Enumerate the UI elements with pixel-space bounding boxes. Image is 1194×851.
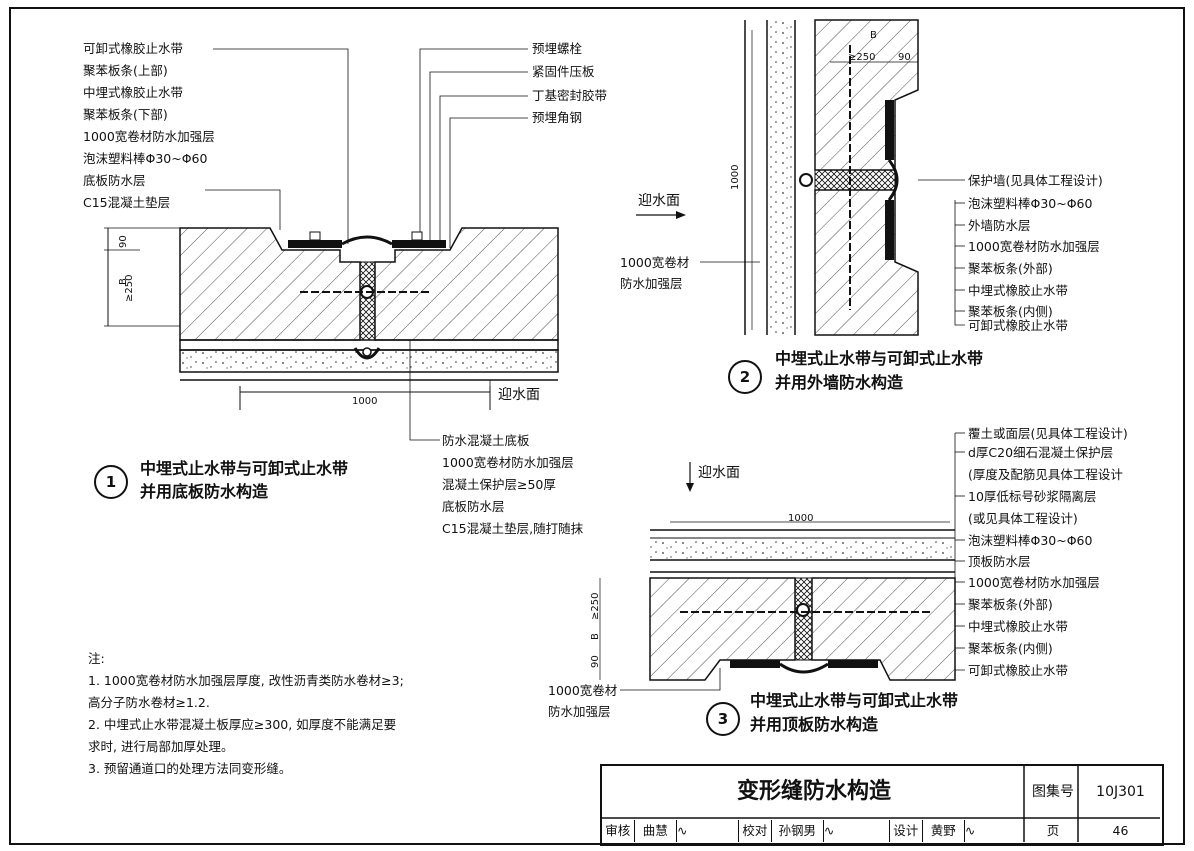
- d3-label-3: 10厚低标号砂浆隔离层: [968, 489, 1097, 504]
- d2-left-label-1: 1000宽卷材: [620, 255, 690, 270]
- d2-title-line2: 并用外墙防水构造: [775, 373, 904, 392]
- page-number: 46: [1112, 823, 1129, 838]
- d2-label-3: 1000宽卷材防水加强层: [968, 239, 1100, 254]
- d2-label-5: 中埋式橡胶止水带: [968, 283, 1069, 298]
- review-label: 审核: [602, 820, 635, 842]
- d1-blabel-2: 混凝土保护层≥50厚: [442, 477, 556, 492]
- d2-left-label-2: 防水加强层: [620, 276, 683, 291]
- d2-dim-250: ≥250: [848, 52, 876, 63]
- d2-label-6: 聚苯板条(内侧): [968, 304, 1053, 319]
- note-line: 求时, 进行局部加厚处理。: [88, 739, 234, 754]
- d1-number-circle: 1: [94, 465, 128, 499]
- d2-label-0: 保护墙(见具体工程设计): [968, 173, 1103, 188]
- d1-rlabel-0: 预埋螺栓: [532, 41, 583, 56]
- d3-label-10: 聚苯板条(内侧): [968, 641, 1053, 656]
- d1-label-2: 中埋式橡胶止水带: [83, 85, 184, 100]
- d1-water-face: 迎水面: [498, 387, 540, 403]
- d3-dim-250: ≥250: [590, 592, 601, 620]
- d3-label-4: (或见具体工程设计): [968, 511, 1078, 526]
- d3-label-11: 可卸式橡胶止水带: [968, 663, 1069, 678]
- review-signature: ∿: [677, 820, 740, 842]
- d1-label-5: 泡沫塑料棒Φ30~Φ60: [83, 151, 208, 166]
- d3-label-2: (厚度及配筋见具体工程设计: [968, 467, 1123, 482]
- atlas-label: 图集号: [1032, 784, 1074, 800]
- design-signature: ∿: [964, 823, 976, 838]
- d3-left-label-1: 1000宽卷材: [548, 683, 618, 698]
- d3-label-8: 聚苯板条(外部): [968, 597, 1053, 612]
- d1-dim-250: ≥250: [124, 274, 135, 302]
- note-line: 2. 中埋式止水带混凝土板厚应≥300, 如厚度不能满足要: [88, 717, 397, 732]
- d1-rlabel-3: 预埋角钢: [532, 110, 583, 125]
- title-block-lines: [600, 764, 1160, 842]
- d1-dim-90: 90: [118, 235, 129, 248]
- d3-label-0: 覆土或面层(见具体工程设计): [968, 426, 1128, 441]
- signature-row: 审核 曲慧 ∿ 校对 孙钢男 ∿ 设计 黄野 ∿: [602, 820, 1026, 842]
- d2-number-circle: 2: [728, 360, 762, 394]
- note-line: 3. 预留通道口的处理方法同变形缝。: [88, 761, 292, 776]
- d1-rlabel-2: 丁基密封胶带: [532, 88, 608, 103]
- detail-1-drawing: [104, 48, 559, 441]
- d3-dim-width: 1000: [788, 513, 814, 524]
- d2-label-2: 外墙防水层: [968, 218, 1031, 233]
- d3-title-line1: 中埋式止水带与可卸式止水带: [750, 691, 959, 710]
- d3-label-1: d厚C20细石混凝土保护层: [968, 445, 1114, 460]
- d3-title-line2: 并用顶板防水构造: [750, 715, 879, 734]
- d3-label-7: 1000宽卷材防水加强层: [968, 575, 1100, 590]
- d3-number-circle: 3: [706, 702, 740, 736]
- d3-dim-b: B: [590, 633, 601, 640]
- d3-water-face: 迎水面: [698, 465, 740, 481]
- sheet-frame: [9, 7, 1185, 845]
- d3-left-label-2: 防水加强层: [548, 704, 611, 719]
- d3-label-5: 泡沫塑料棒Φ30~Φ60: [968, 533, 1093, 548]
- check-name: 孙钢男: [772, 820, 824, 842]
- d2-label-4: 聚苯板条(外部): [968, 261, 1053, 276]
- design-name: 黄野: [923, 820, 965, 842]
- d2-dim-b: B: [870, 30, 877, 41]
- d1-blabel-0: 防水混凝土底板: [442, 433, 530, 448]
- d3-label-9: 中埋式橡胶止水带: [968, 619, 1069, 634]
- detail-3-drawing: [599, 432, 965, 691]
- page-label: 页: [1046, 823, 1060, 838]
- d2-water-face: 迎水面: [638, 193, 680, 209]
- d1-blabel-4: C15混凝土垫层,随打随抹: [442, 521, 584, 536]
- d1-label-3: 聚苯板条(下部): [83, 107, 168, 122]
- review-name: 曲慧: [635, 820, 677, 842]
- d1-label-6: 底板防水层: [83, 173, 146, 188]
- d2-dim-height: 1000: [730, 164, 741, 190]
- d1-title-line1: 中埋式止水带与可卸式止水带: [140, 459, 349, 478]
- d2-label-1: 泡沫塑料棒Φ30~Φ60: [968, 196, 1093, 211]
- d1-label-7: C15混凝土垫层: [83, 195, 171, 210]
- note-line: 1. 1000宽卷材防水加强层厚度, 改性沥青类防水卷材≥3;: [88, 673, 404, 688]
- d1-title-line2: 并用底板防水构造: [140, 482, 269, 501]
- d1-dim-width: 1000: [352, 396, 378, 407]
- d1-rlabel-1: 紧固件压板: [532, 64, 595, 79]
- detail-2-drawing: [636, 19, 965, 336]
- design-label: 设计: [890, 820, 923, 842]
- d3-label-6: 顶板防水层: [968, 554, 1031, 569]
- check-signature: ∿: [824, 820, 890, 842]
- d1-blabel-3: 底板防水层: [442, 499, 505, 514]
- check-label: 校对: [739, 820, 772, 842]
- d1-blabel-1: 1000宽卷材防水加强层: [442, 455, 574, 470]
- note-line: 高分子防水卷材≥1.2.: [88, 695, 210, 710]
- drawing-title: 变形缝防水构造: [736, 779, 891, 804]
- atlas-number: 10J301: [1096, 784, 1145, 800]
- notes-heading: 注:: [88, 651, 105, 666]
- d1-label-1: 聚苯板条(上部): [83, 63, 168, 78]
- title-block: 变形缝防水构造 图集号 10J301 审核 曲慧 ∿ 校对 孙钢男 ∿ 设计 黄…: [600, 764, 1164, 846]
- d1-label-4: 1000宽卷材防水加强层: [83, 129, 215, 144]
- d2-title-line1: 中埋式止水带与可卸式止水带: [775, 349, 984, 368]
- d2-dim-90: 90: [898, 52, 911, 63]
- d1-label-0: 可卸式橡胶止水带: [83, 41, 184, 56]
- d2-label-7: 可卸式橡胶止水带: [968, 318, 1069, 333]
- d3-dim-90: 90: [590, 655, 601, 668]
